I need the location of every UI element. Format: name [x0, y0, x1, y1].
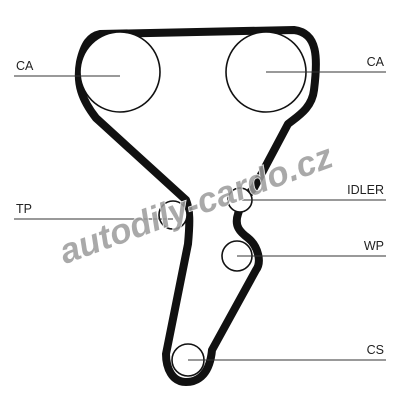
label-idler: IDLER — [347, 183, 384, 197]
camshaft-pulley-left — [79, 31, 161, 113]
label-ca-right: CA — [367, 55, 385, 69]
label-wp: WP — [364, 239, 384, 253]
label-tp: TP — [16, 202, 32, 216]
label-cs: CS — [367, 343, 384, 357]
watermark: autodily-cardo.cz — [54, 136, 338, 271]
label-ca-left: CA — [16, 59, 34, 73]
timing-belt — [74, 26, 320, 386]
tensioner-pulley — [158, 200, 188, 230]
